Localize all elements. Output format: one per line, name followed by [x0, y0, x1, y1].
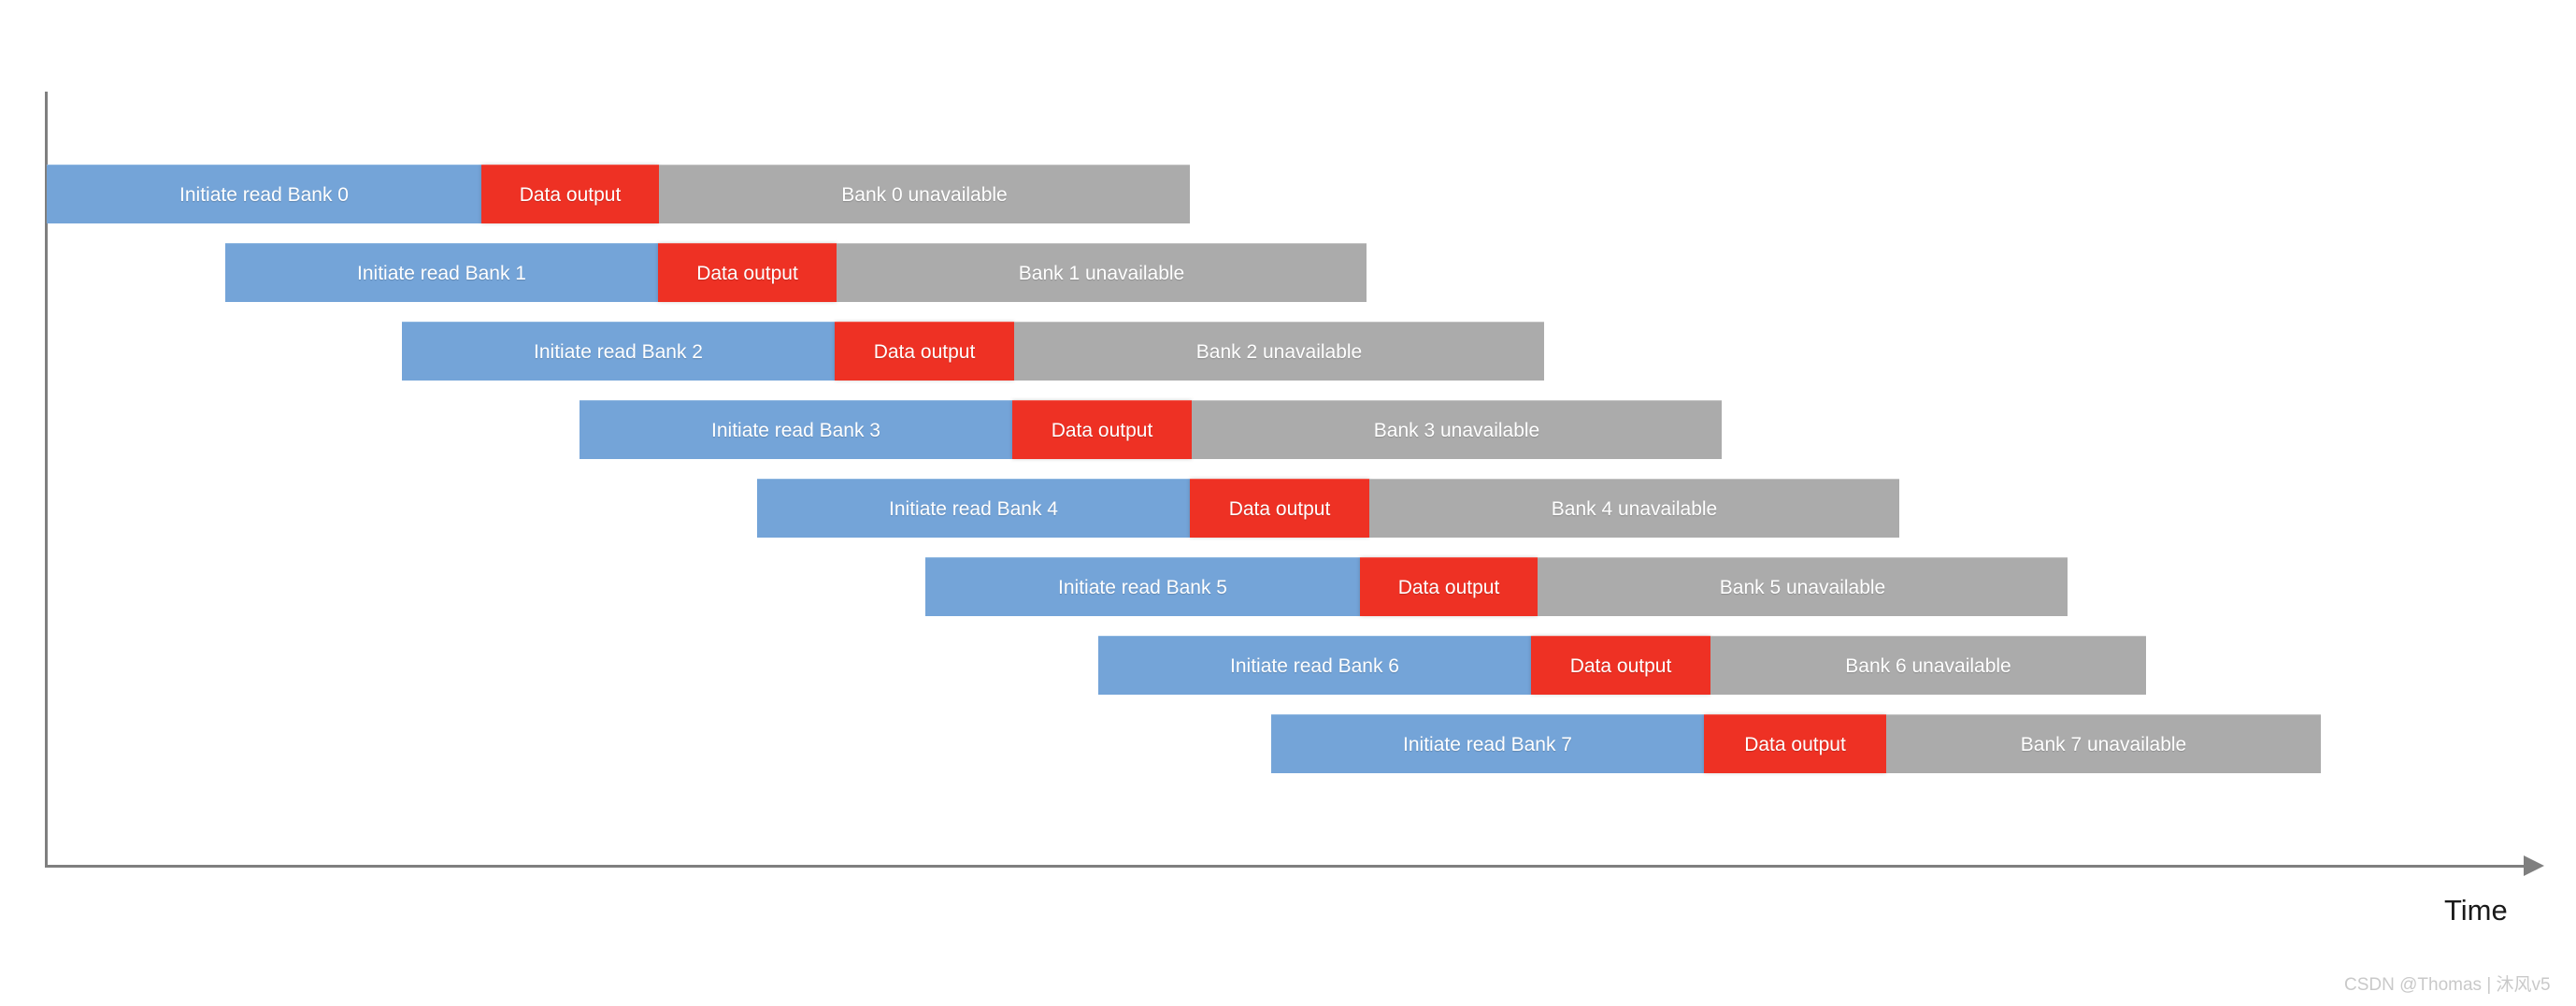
segment-unavailable-bank-3[interactable]: Bank 3 unavailable	[1192, 400, 1722, 459]
segment-label: Initiate read Bank 6	[1230, 654, 1399, 677]
segment-unavailable-bank-6[interactable]: Bank 6 unavailable	[1710, 636, 2146, 695]
segment-initiate-read-bank-5[interactable]: Initiate read Bank 5	[925, 557, 1360, 616]
segment-initiate-read-bank-2[interactable]: Initiate read Bank 2	[402, 322, 835, 381]
segment-label: Data output	[1051, 419, 1153, 441]
segment-unavailable-bank-7[interactable]: Bank 7 unavailable	[1886, 714, 2321, 773]
segment-data-output-bank-5[interactable]: Data output	[1360, 557, 1538, 616]
vertical-axis-line	[45, 92, 48, 868]
segment-label: Initiate read Bank 3	[711, 419, 880, 441]
segment-unavailable-bank-5[interactable]: Bank 5 unavailable	[1538, 557, 2068, 616]
segment-label: Initiate read Bank 2	[534, 340, 703, 363]
segment-label: Data output	[1569, 654, 1672, 677]
segment-label: Bank 7 unavailable	[2020, 733, 2187, 755]
segment-label: Initiate read Bank 5	[1058, 576, 1227, 598]
segment-label: Bank 1 unavailable	[1018, 262, 1185, 284]
segment-label: Data output	[1397, 576, 1500, 598]
segment-unavailable-bank-2[interactable]: Bank 2 unavailable	[1014, 322, 1544, 381]
watermark-text: CSDN @Thomas | 沐风v5	[2344, 975, 2551, 995]
segment-initiate-read-bank-4[interactable]: Initiate read Bank 4	[757, 479, 1190, 538]
segment-label: Bank 4 unavailable	[1551, 497, 1718, 520]
segment-label: Bank 6 unavailable	[1845, 654, 2011, 677]
segment-data-output-bank-0[interactable]: Data output	[481, 165, 659, 223]
segment-label: Bank 2 unavailable	[1195, 340, 1363, 363]
segment-data-output-bank-1[interactable]: Data output	[658, 243, 837, 302]
segment-initiate-read-bank-3[interactable]: Initiate read Bank 3	[580, 400, 1012, 459]
segment-unavailable-bank-1[interactable]: Bank 1 unavailable	[837, 243, 1367, 302]
segment-label: Bank 0 unavailable	[841, 183, 1008, 206]
segment-data-output-bank-7[interactable]: Data output	[1704, 714, 1886, 773]
segment-data-output-bank-3[interactable]: Data output	[1012, 400, 1192, 459]
segment-label: Data output	[1744, 733, 1846, 755]
time-axis-line	[45, 865, 2527, 868]
segment-label: Data output	[1228, 497, 1331, 520]
segment-label: Initiate read Bank 0	[179, 183, 349, 206]
segment-label: Data output	[873, 340, 976, 363]
segment-label: Data output	[696, 262, 798, 284]
segment-data-output-bank-2[interactable]: Data output	[835, 322, 1014, 381]
segment-label: Bank 5 unavailable	[1719, 576, 1886, 598]
segment-label: Initiate read Bank 4	[889, 497, 1058, 520]
segment-label: Initiate read Bank 7	[1403, 733, 1572, 755]
time-axis-label: Time	[2444, 894, 2508, 927]
segment-initiate-read-bank-0[interactable]: Initiate read Bank 0	[47, 165, 481, 223]
segment-label: Initiate read Bank 1	[357, 262, 526, 284]
time-axis-arrow-icon	[2524, 855, 2544, 876]
segment-data-output-bank-4[interactable]: Data output	[1190, 479, 1369, 538]
segment-label: Bank 3 unavailable	[1373, 419, 1540, 441]
segment-data-output-bank-6[interactable]: Data output	[1531, 636, 1710, 695]
segment-unavailable-bank-0[interactable]: Bank 0 unavailable	[659, 165, 1190, 223]
segment-label: Data output	[519, 183, 622, 206]
segment-initiate-read-bank-1[interactable]: Initiate read Bank 1	[225, 243, 658, 302]
segment-initiate-read-bank-7[interactable]: Initiate read Bank 7	[1271, 714, 1704, 773]
segment-initiate-read-bank-6[interactable]: Initiate read Bank 6	[1098, 636, 1531, 695]
segment-unavailable-bank-4[interactable]: Bank 4 unavailable	[1369, 479, 1899, 538]
